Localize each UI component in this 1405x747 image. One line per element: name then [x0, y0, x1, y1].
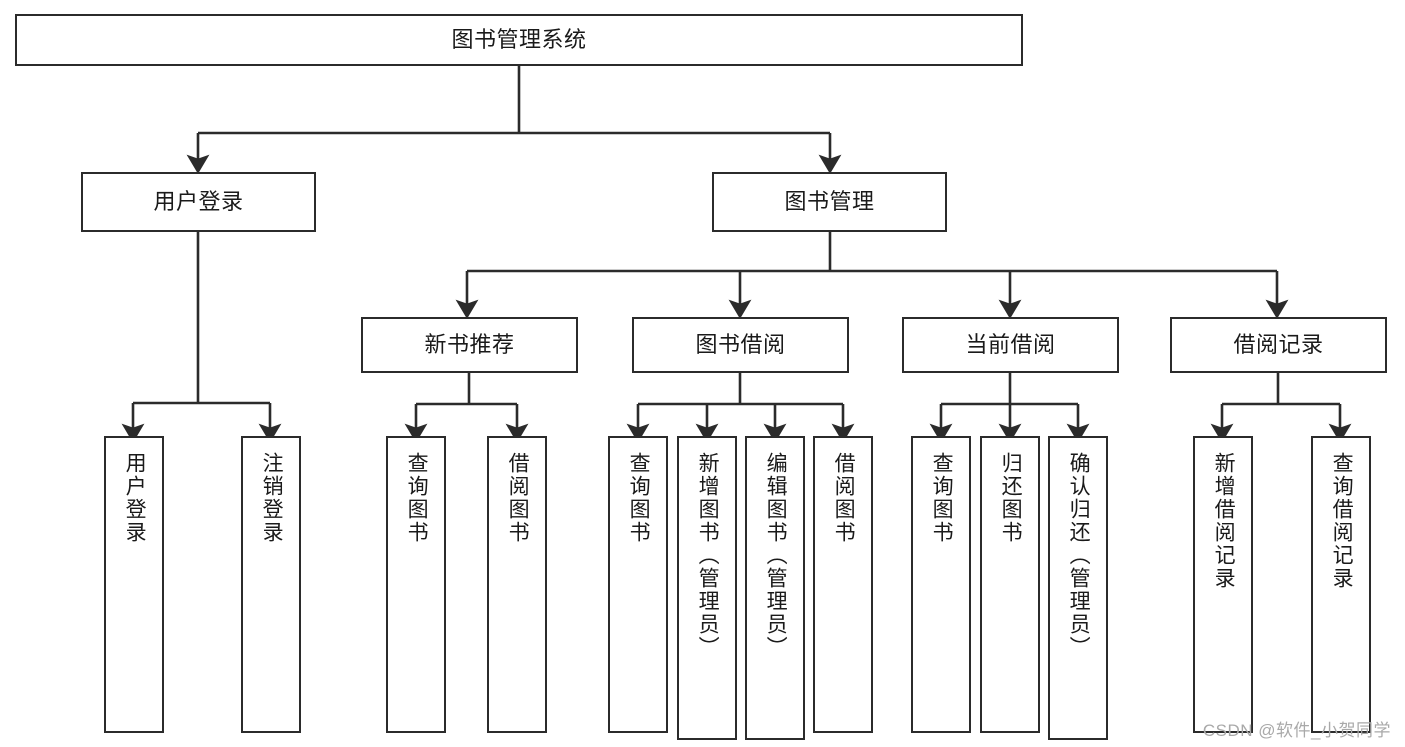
- leaf-borrow-add-book[interactable]: 新增图书（管理员）: [677, 436, 737, 740]
- leaf-records-add-record[interactable]: 新增借阅记录: [1193, 436, 1253, 733]
- leaf-records-query-record[interactable]: 查询借阅记录: [1311, 436, 1371, 733]
- leaf-user-login-logout[interactable]: 注销登录: [241, 436, 301, 733]
- leaf-new-book-query-label: 查询图书: [405, 452, 429, 544]
- leaf-user-login-login-label: 用户登录: [123, 452, 147, 544]
- leaf-user-login-logout-label: 注销登录: [260, 452, 284, 544]
- leaf-new-book-borrow-label: 借阅图书: [506, 452, 530, 544]
- leaf-current-return-book[interactable]: 归还图书: [980, 436, 1040, 733]
- node-book-borrow[interactable]: 图书借阅: [632, 317, 849, 373]
- leaf-new-book-borrow[interactable]: 借阅图书: [487, 436, 547, 733]
- leaf-user-login-login[interactable]: 用户登录: [104, 436, 164, 733]
- watermark: CSDN @软件_小贺同学: [1202, 721, 1391, 740]
- leaf-borrow-query-book-label: 查询图书: [627, 452, 651, 544]
- leaf-borrow-query-book[interactable]: 查询图书: [608, 436, 668, 733]
- leaf-current-query-book[interactable]: 查询图书: [911, 436, 971, 733]
- node-current-borrow-label: 当前借阅: [965, 332, 1056, 358]
- node-root[interactable]: 图书管理系统: [15, 14, 1023, 66]
- leaf-current-query-book-label: 查询图书: [930, 452, 954, 544]
- node-book-borrow-label: 图书借阅: [695, 332, 786, 358]
- leaf-borrow-edit-book-label: 编辑图书（管理员）: [764, 452, 788, 659]
- leaf-current-return-book-label: 归还图书: [999, 452, 1023, 544]
- node-new-book-recommend[interactable]: 新书推荐: [361, 317, 578, 373]
- node-book-management[interactable]: 图书管理: [712, 172, 947, 232]
- node-user-login[interactable]: 用户登录: [81, 172, 316, 232]
- node-root-label: 图书管理系统: [451, 27, 587, 53]
- leaf-current-confirm-return[interactable]: 确认归还（管理员）: [1048, 436, 1108, 740]
- leaf-borrow-edit-book[interactable]: 编辑图书（管理员）: [745, 436, 805, 740]
- leaf-borrow-borrow-book-label: 借阅图书: [832, 452, 856, 544]
- node-user-login-label: 用户登录: [153, 189, 244, 215]
- leaf-new-book-query[interactable]: 查询图书: [386, 436, 446, 733]
- leaf-borrow-borrow-book[interactable]: 借阅图书: [813, 436, 873, 733]
- leaf-records-query-record-label: 查询借阅记录: [1330, 452, 1354, 590]
- node-current-borrow[interactable]: 当前借阅: [902, 317, 1119, 373]
- node-borrow-records-label: 借阅记录: [1233, 332, 1324, 358]
- node-borrow-records[interactable]: 借阅记录: [1170, 317, 1387, 373]
- leaf-current-confirm-return-label: 确认归还（管理员）: [1067, 452, 1091, 659]
- node-new-book-recommend-label: 新书推荐: [424, 332, 515, 358]
- node-book-management-label: 图书管理: [784, 189, 875, 215]
- leaf-borrow-add-book-label: 新增图书（管理员）: [696, 452, 720, 659]
- leaf-records-add-record-label: 新增借阅记录: [1212, 452, 1236, 590]
